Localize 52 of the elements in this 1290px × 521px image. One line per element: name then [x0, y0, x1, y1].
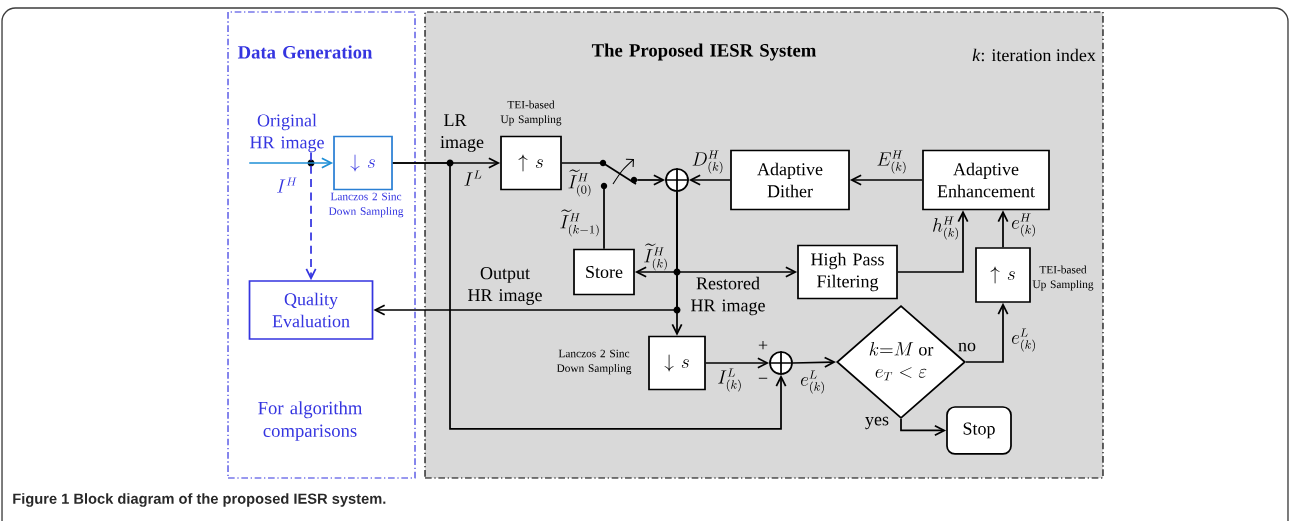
sampling-note: TEI-based Up Sampling [500, 100, 562, 126]
signal-label: − [758, 377, 768, 379]
edge-label: $h^{H}_{(k)}$ [933, 216, 959, 240]
caption: Figure 1 Block diagram of the proposed IESR system. [13, 493, 386, 507]
signal-label: LR image [440, 114, 484, 152]
process-box: Adaptive Dither [730, 149, 850, 211]
signal-label: Restored HR image [691, 276, 765, 316]
panel-note: For algorithm comparisons [258, 401, 363, 441]
stop-box: Stop [946, 406, 1012, 455]
process-box: $\uparrow s$ [500, 135, 562, 191]
arrow [688, 174, 731, 186]
edge-label: $D^{H}_{(k)}$ [692, 150, 723, 174]
arrow [248, 157, 334, 169]
arrow [305, 151, 317, 281]
process-box: $\downarrow s$ [648, 335, 706, 391]
edge-label: $I^{L}$ [464, 170, 482, 186]
sampling-note: Lanczos 2 Sinc Down Sampling [328, 192, 404, 218]
edge-label: $\widetilde{I}^{H}_{(k)}$ [644, 243, 667, 271]
edge-label: $E^{H}_{(k)}$ [877, 150, 906, 174]
switch-drawing [599, 158, 638, 190]
edge-label: $e^{H}_{(k)}$ [1012, 213, 1035, 237]
process-box: Quality Evaluation [248, 280, 374, 340]
edge-label: $I^{H}$ [277, 177, 297, 193]
arrow [671, 191, 683, 336]
panel-title: Data Generation [237, 45, 373, 59]
arrow [900, 418, 947, 437]
edge-label: $\widetilde{I}^{H}_{(0)}$ [568, 169, 591, 197]
arrow [392, 162, 787, 430]
signal-label: $e^{L}_{(k)}$ [1012, 328, 1035, 352]
edge-label: $e^{L}_{(k)}$ [801, 370, 824, 394]
panel-title: The Proposed IESR System [591, 43, 817, 61]
arrow [705, 357, 770, 369]
process-box: Adaptive Enhancement [922, 149, 1050, 211]
arrow [965, 302, 1009, 363]
arrow [897, 210, 969, 273]
edge-label: $\widetilde{I}^{H}_{(k-1)}$ [560, 209, 599, 237]
signal-label: k: iteration index [972, 48, 1096, 62]
arrow [792, 356, 837, 368]
signal-label: Original HR image [250, 113, 324, 153]
signal-label: + [758, 340, 768, 350]
process-box: $\downarrow s$ [333, 135, 393, 191]
process-box: High Pass Filtering [797, 244, 898, 300]
arrow [849, 174, 923, 186]
summing-junction [768, 350, 794, 376]
edge-label: Output HR image [468, 267, 542, 305]
edge-label: $I^{L}_{(k)}$ [718, 368, 741, 392]
sampling-note: TEI-based Up Sampling [1032, 265, 1094, 291]
process-box: $\uparrow s$ [975, 247, 1031, 303]
arrow [997, 210, 1009, 248]
sampling-note: Lanczos 2 Sinc Down Sampling [556, 349, 632, 375]
process-box: Store [573, 248, 635, 296]
arrow [636, 174, 666, 186]
